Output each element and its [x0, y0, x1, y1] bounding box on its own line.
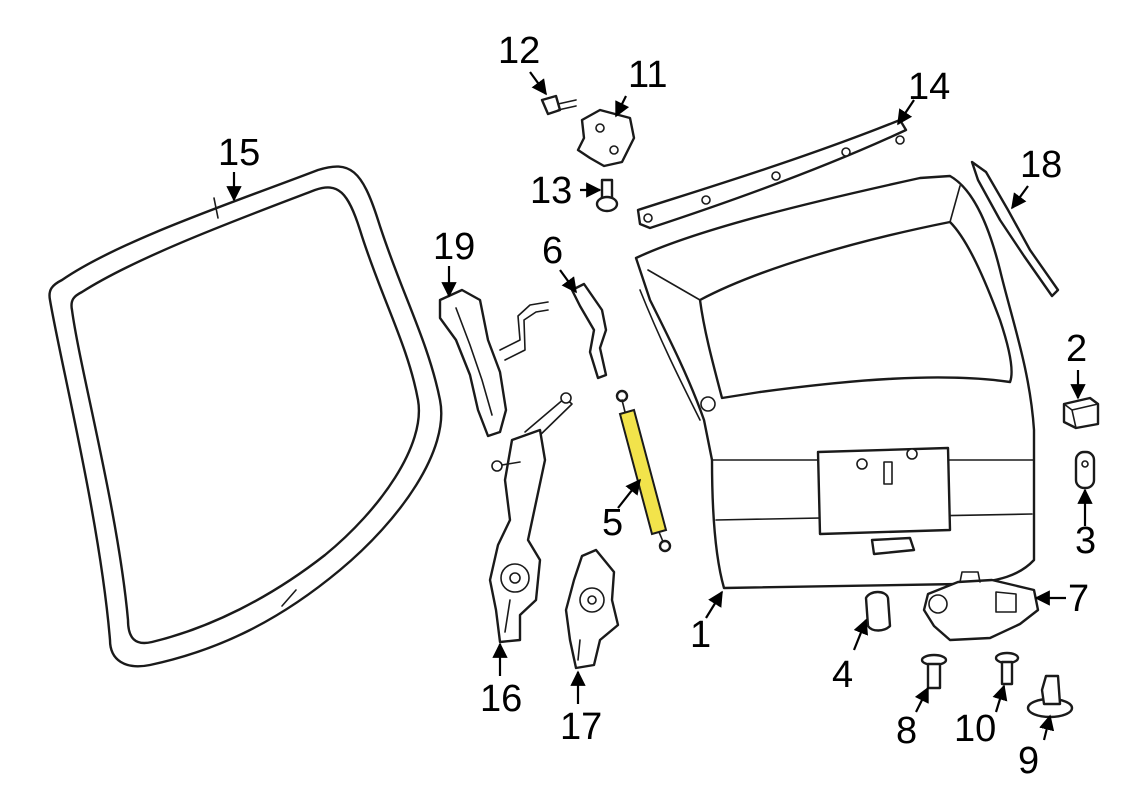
- part-15-weatherstrip: [48, 165, 443, 668]
- part-17-drive-unit: [564, 548, 620, 670]
- callout-16: 16: [480, 678, 523, 720]
- part-9-striker: [1026, 674, 1074, 719]
- part-2-bumper: [1062, 396, 1100, 430]
- callout-2: 2: [1066, 328, 1088, 370]
- part-4-bumper: [864, 590, 892, 632]
- callout-3: 3: [1075, 520, 1097, 562]
- part-10-pin: [994, 651, 1020, 686]
- part-3-pad: [1074, 450, 1096, 490]
- part-8-pin: [920, 653, 948, 690]
- callout-19: 19: [433, 226, 476, 268]
- callout-9: 9: [1018, 740, 1040, 782]
- callout-8: 8: [896, 710, 918, 752]
- part-19-bracket: [438, 288, 549, 438]
- callout-17: 17: [560, 706, 603, 748]
- callout-10: 10: [954, 708, 997, 750]
- callout-5: 5: [602, 502, 624, 544]
- part-14-spoiler: [636, 118, 908, 230]
- part-1-liftgate: [634, 174, 1036, 590]
- callout-15: 15: [218, 132, 261, 174]
- callout-6: 6: [542, 230, 564, 272]
- part-7-latch: [922, 571, 1040, 642]
- part-12-bolt: [540, 94, 577, 116]
- callout-4: 4: [832, 654, 854, 696]
- part-16-drive-unit: [488, 392, 573, 644]
- part-11-hinge: [576, 108, 636, 168]
- callout-7: 7: [1068, 578, 1090, 620]
- callout-13: 13: [530, 170, 573, 212]
- part-18-trim: [970, 160, 1060, 298]
- part-13-bolt: [595, 178, 619, 213]
- part-6-strap: [570, 282, 608, 380]
- callout-18: 18: [1020, 144, 1063, 186]
- leader-lines: [226, 71, 1093, 741]
- callout-11: 11: [628, 54, 668, 96]
- part-5-gas-strut: [615, 389, 672, 553]
- callout-12: 12: [498, 30, 541, 72]
- callout-14: 14: [908, 66, 951, 108]
- callout-1: 1: [690, 614, 712, 656]
